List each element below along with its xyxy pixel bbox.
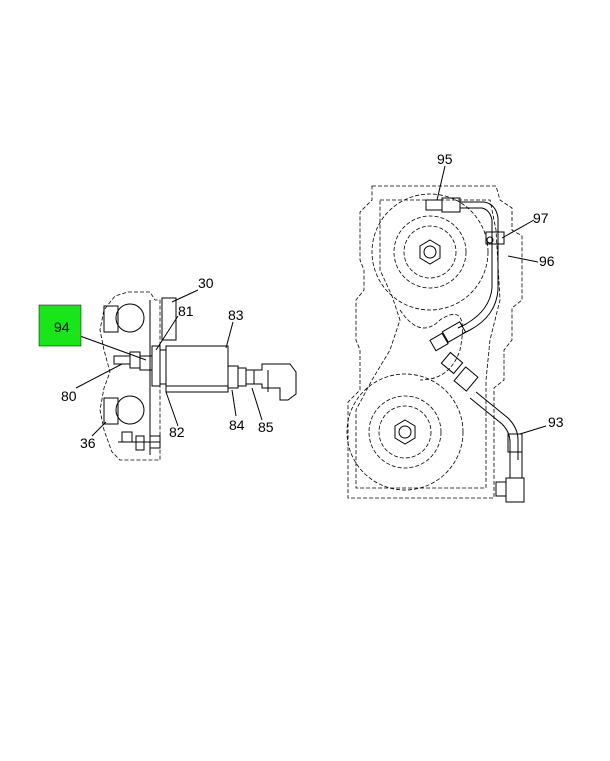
highlight-box-94 xyxy=(38,304,82,347)
callout-85[interactable]: 85 xyxy=(258,419,274,435)
callout-81[interactable]: 81 xyxy=(178,303,194,319)
callout-93[interactable]: 93 xyxy=(548,414,564,430)
callout-96[interactable]: 96 xyxy=(539,253,555,269)
callout-95[interactable]: 95 xyxy=(437,151,453,167)
callout-83[interactable]: 83 xyxy=(228,307,244,323)
callout-94[interactable]: 94 xyxy=(54,319,70,335)
left-assembly xyxy=(99,291,297,461)
callout-80[interactable]: 80 xyxy=(61,388,77,404)
callout-82[interactable]: 82 xyxy=(169,424,185,440)
callout-36[interactable]: 36 xyxy=(80,435,96,451)
callout-84[interactable]: 84 xyxy=(229,417,245,433)
callout-30[interactable]: 30 xyxy=(198,275,214,291)
callout-97[interactable]: 97 xyxy=(533,210,549,226)
right-assembly xyxy=(346,185,525,503)
leader-lines xyxy=(75,165,547,437)
